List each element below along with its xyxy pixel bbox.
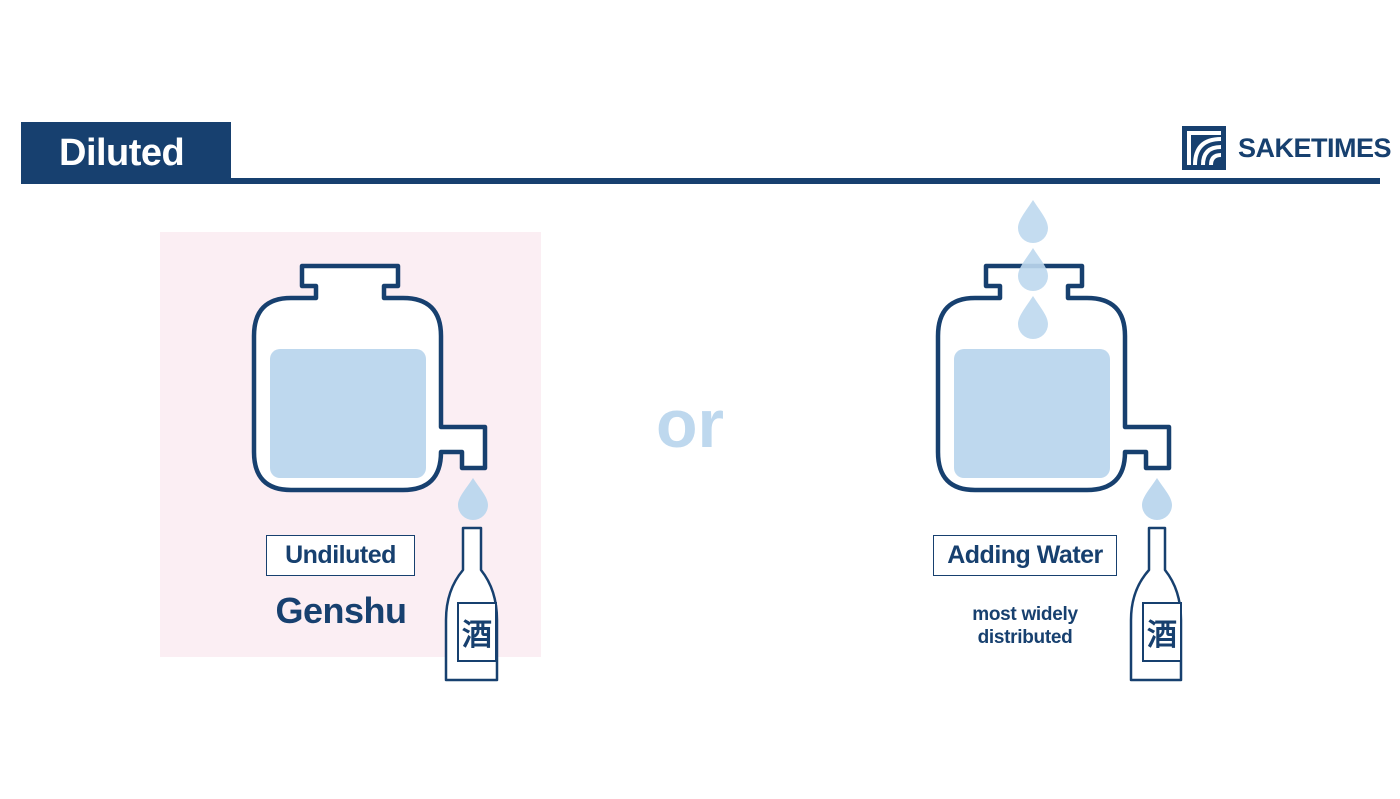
or-connector: or <box>656 386 724 462</box>
label-adding-water: Adding Water <box>933 535 1117 576</box>
brand: SAKETIMES <box>1182 126 1392 170</box>
saketimes-logo-icon <box>1182 126 1226 170</box>
label-undiluted: Undiluted <box>266 535 415 576</box>
brand-name: SAKETIMES <box>1238 132 1392 163</box>
sake-bottle-icon-right <box>1129 526 1183 682</box>
page-title-text: Diluted <box>59 131 185 174</box>
label-adding-water-text: Adding Water <box>947 541 1103 569</box>
bottle-label-right: 酒 <box>1147 618 1177 653</box>
drop-icon-right-spout <box>1142 478 1172 520</box>
note-most-widely-distributed: most widely distributed <box>972 604 1078 648</box>
page-title: Diluted <box>21 122 231 184</box>
tank-icon-adding-water <box>935 263 1172 493</box>
tank-icon-undiluted <box>251 263 488 493</box>
bottle-label-left: 酒 <box>462 618 492 653</box>
drop-icon-left-spout <box>458 478 488 520</box>
label-undiluted-text: Undiluted <box>285 541 396 569</box>
sake-bottle-icon-left <box>444 526 499 682</box>
header-rule <box>21 178 1380 184</box>
name-genshu: Genshu <box>275 590 407 631</box>
water-drops-icon <box>1018 200 1048 339</box>
